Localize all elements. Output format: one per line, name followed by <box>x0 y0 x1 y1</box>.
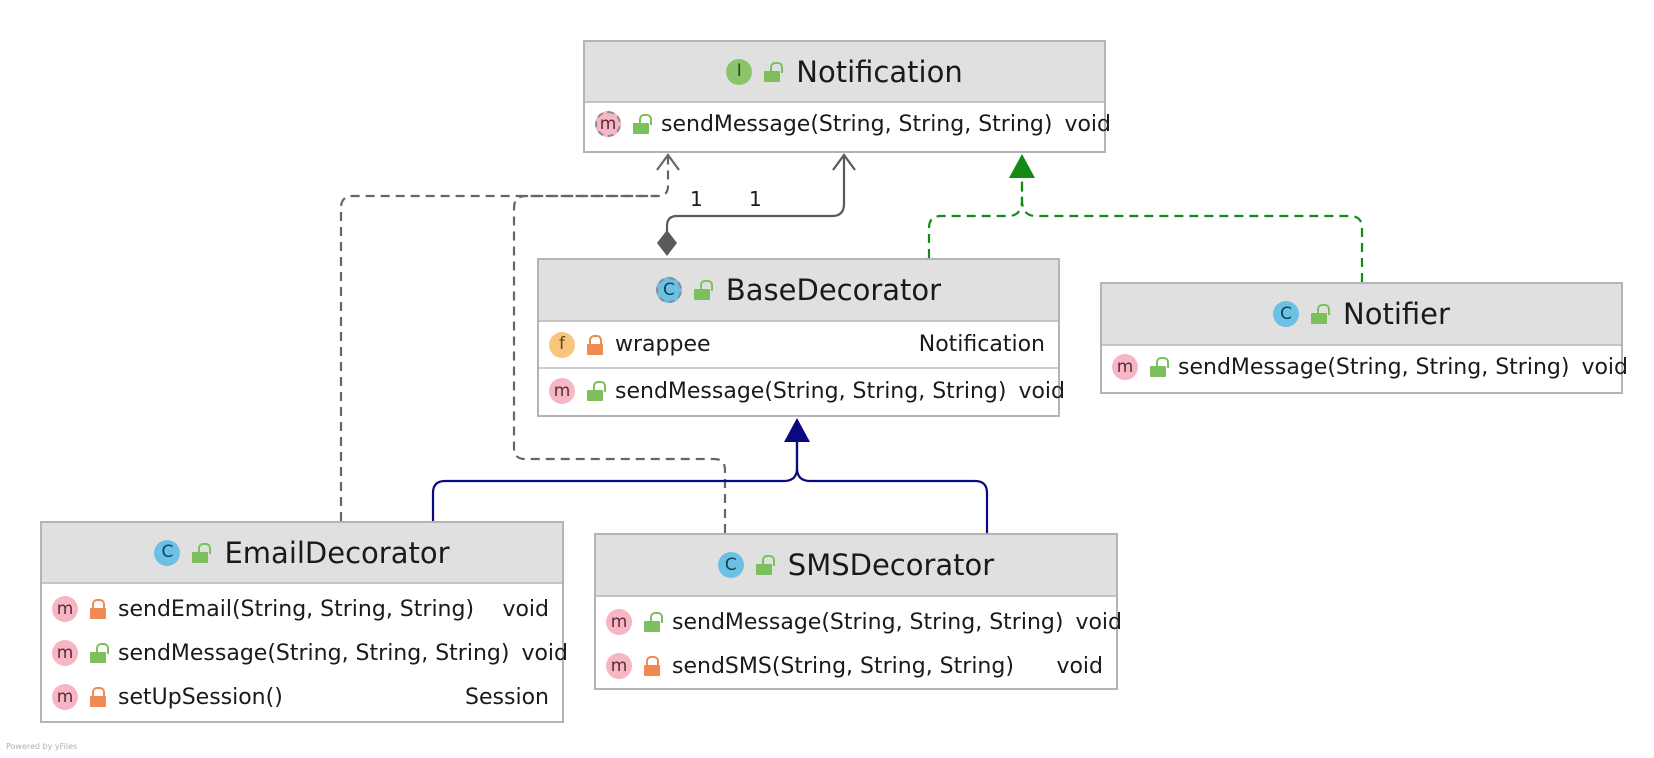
node-title: SMSDecorator <box>787 548 995 582</box>
public-lock-icon <box>755 555 775 575</box>
method-row[interactable]: m sendMessage(String, String, String) vo… <box>585 103 1111 145</box>
public-lock-icon <box>644 612 663 632</box>
node-header: C EmailDecorator <box>42 523 562 584</box>
field-name: wrappee <box>615 332 711 357</box>
class-icon: C <box>154 539 181 566</box>
method-return-type: void <box>502 596 549 622</box>
public-lock-icon <box>1150 357 1169 377</box>
private-lock-icon <box>644 656 662 676</box>
abstract-class-icon: C <box>655 277 682 303</box>
public-lock-icon <box>587 381 606 401</box>
method-name: sendMessage(String, String, String) <box>615 378 1007 404</box>
node-title: BaseDecorator <box>725 273 942 307</box>
method-name: sendMessage(String, String, String) <box>118 640 510 666</box>
generalization-arrowhead <box>784 418 810 442</box>
method-icon: m <box>52 684 78 710</box>
method-row[interactable]: m sendMessage(String, String, String) vo… <box>42 631 568 675</box>
field-icon: f <box>549 331 575 358</box>
method-return-type: void <box>1056 653 1103 679</box>
private-lock-icon <box>587 334 605 355</box>
notifier-node[interactable]: C Notifier m sendMessage(String, String,… <box>1100 282 1628 394</box>
method-name: sendMessage(String, String, String) <box>672 609 1064 635</box>
public-lock-icon <box>1311 304 1331 324</box>
methods-section: m sendMessage(String, String, String) vo… <box>1102 346 1628 388</box>
node-title: Notification <box>796 54 963 89</box>
method-icon: m <box>52 596 78 622</box>
method-row[interactable]: m sendEmail(String, String, String) void <box>42 587 562 631</box>
public-lock-icon <box>192 542 212 563</box>
composition-diamond <box>657 230 677 256</box>
class-icon: C <box>717 552 744 578</box>
interface-icon: I <box>726 58 753 85</box>
node-header: I Notification <box>585 42 1104 103</box>
method-icon: m <box>1112 354 1138 380</box>
class-icon: C <box>1273 301 1300 327</box>
method-return-type: void <box>1018 378 1065 404</box>
powered-by-footer: Powered by yFiles <box>6 742 78 751</box>
methods-section: m sendMessage(String, String, String) vo… <box>585 103 1111 145</box>
edge-base-realization <box>927 178 1024 258</box>
abstract-method-icon: m <box>595 111 621 137</box>
method-return-type: void <box>1581 354 1628 380</box>
node-title: EmailDecorator <box>224 535 450 570</box>
method-return-type: void <box>521 640 568 666</box>
method-row[interactable]: m sendMessage(String, String, String) vo… <box>539 369 1065 413</box>
edge-wrappee-composition <box>665 156 846 238</box>
edge-sms-dependency <box>512 194 727 533</box>
base-decorator-node[interactable]: C BaseDecorator f wrappee Notification m… <box>537 258 1065 417</box>
field-type: Notification <box>918 332 1045 357</box>
method-name: sendEmail(String, String, String) <box>118 596 475 622</box>
method-row[interactable]: m setUpSession() Session <box>42 675 562 719</box>
node-header: C BaseDecorator <box>539 260 1058 322</box>
method-icon: m <box>52 640 78 666</box>
realization-arrowhead <box>1009 154 1035 178</box>
edge-sms-generalization <box>795 442 989 533</box>
public-lock-icon <box>90 643 109 663</box>
fields-section: f wrappee Notification <box>539 322 1058 369</box>
method-row[interactable]: m sendMessage(String, String, String) vo… <box>596 600 1122 644</box>
method-row[interactable]: m sendMessage(String, String, String) vo… <box>1102 346 1628 388</box>
methods-section: m sendEmail(String, String, String) void… <box>42 584 568 719</box>
public-lock-icon <box>764 61 784 82</box>
private-lock-icon <box>90 687 108 707</box>
notification-node[interactable]: I Notification m sendMessage(String, Str… <box>583 40 1111 153</box>
methods-section: m sendMessage(String, String, String) vo… <box>539 369 1065 413</box>
edge-notifier-realization <box>1020 178 1364 282</box>
field-row[interactable]: f wrappee Notification <box>539 322 1058 367</box>
multiplicity-source: 1 <box>690 187 703 211</box>
method-name: setUpSession() <box>118 684 283 710</box>
method-name: sendMessage(String, String, String) <box>661 111 1053 137</box>
open-arrowhead <box>832 153 856 171</box>
method-icon: m <box>606 609 632 635</box>
private-lock-icon <box>90 599 108 619</box>
public-lock-icon <box>693 280 713 300</box>
method-icon: m <box>606 653 632 679</box>
method-row[interactable]: m sendSMS(String, String, String) void <box>596 644 1116 688</box>
sms-decorator-node[interactable]: C SMSDecorator m sendMessage(String, Str… <box>594 533 1122 690</box>
method-name: sendMessage(String, String, String) <box>1178 354 1570 380</box>
methods-section: m sendMessage(String, String, String) vo… <box>596 597 1122 688</box>
open-arrowhead <box>656 153 680 171</box>
method-name: sendSMS(String, String, String) <box>672 653 1014 679</box>
node-header: C Notifier <box>1102 284 1621 346</box>
method-return-type: void <box>1064 111 1111 137</box>
public-lock-icon <box>633 114 652 134</box>
edge-email-dependency <box>339 156 670 521</box>
node-header: C SMSDecorator <box>596 535 1116 597</box>
method-return-type: Session <box>465 684 549 710</box>
node-title: Notifier <box>1343 297 1450 331</box>
multiplicity-target: 1 <box>749 187 762 211</box>
email-decorator-node[interactable]: C EmailDecorator m sendEmail(String, Str… <box>40 521 568 723</box>
edge-email-generalization <box>431 442 799 521</box>
method-return-type: void <box>1075 609 1122 635</box>
method-icon: m <box>549 378 575 404</box>
